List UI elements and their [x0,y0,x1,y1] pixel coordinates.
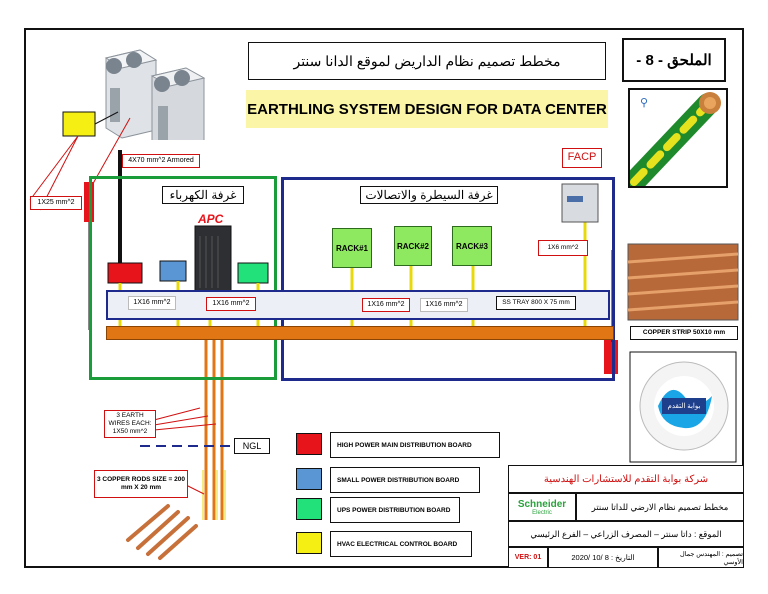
legend-label-small: SMALL POWER DISTRIBUTION BOARD [330,467,480,493]
electrical-room [89,176,277,380]
copper-strip-photo [627,243,739,321]
copper-rods-photo [124,502,198,560]
date-value: 2020/ 10/ 8 [571,553,609,562]
rack-3: RACK#3 [452,226,492,266]
small-power-board [159,260,187,282]
tray-size-label: SS TRAY 800 X 75 mm [496,296,576,310]
electrical-room-title: غرفة الكهرباء [162,186,244,204]
svg-text:⚲: ⚲ [640,97,648,109]
arabic-title: مخطط تصميم نظام الداريض لموقع الدانا سنت… [248,42,606,80]
tray-label-1: 1X16 mm^2 [128,296,176,310]
control-room-title: غرفة السيطرة والاتصالات [360,186,498,204]
english-title: EARTHLING SYSTEM DESIGN FOR DATA CENTER [246,90,608,128]
date-label: التاريخ : [611,553,635,562]
facp-label: FACP [562,148,602,168]
company-name: شركة بوابة التقدم للاستشارات الهندسية [508,465,744,493]
hvac-feed-line [94,111,119,125]
schneider-logo: Schneider Electric [508,493,576,521]
legend-swatch-yellow [296,532,322,554]
annex-number: الملحق - 8 - [622,38,726,82]
schneider-brand: Schneider [517,498,567,510]
hvac-unit-1 [104,49,158,139]
main-distribution-board [107,262,143,284]
control-room [281,177,615,381]
drawing-frame [24,28,744,568]
legend-swatch-green [296,498,322,520]
legend-swatch-blue [296,468,322,490]
legend-swatch-red [296,433,322,455]
armored-cable [118,150,122,264]
copper-strip-label: COPPER STRIP 50X10 mm [630,326,738,340]
date-cell: التاريخ : 2020/ 10/ 8 [548,547,658,568]
earth-cable-illustration: ⚲ [630,92,721,186]
legend-label-main: HIGH POWER MAIN DISTRIBUTION BOARD [330,432,500,458]
rack-1: RACK#1 [332,228,372,268]
hvac-control-board [62,111,96,137]
facp-panel [561,183,599,223]
legend-label-hvac: HVAC ELECTRICAL CONTROL BOARD [330,531,472,557]
designer: تصميم : المهندس جمال الأوسي [658,547,744,568]
hvac-unit-2 [150,67,206,140]
facp-cable-label: 1X6 mm^2 [538,240,588,256]
version: VER: 01 [508,547,548,568]
apc-ups-cabinet [194,225,232,293]
ngl-label: NGL [234,438,270,454]
legend-label-ups: UPS POWER DISTRIBUTION BOARD [330,497,460,523]
schneider-sub: Electric [532,509,552,516]
rack-2: RACK#2 [394,226,432,266]
earth-rod-edges [202,470,226,520]
ups-power-board [237,262,269,284]
earth-wire-photo: ⚲ [628,88,728,188]
armored-cable-label: 4X70 mm^2 Armored [122,154,200,168]
copper-busbar [106,326,614,340]
drawing-title: مخطط تصميم نظام الارضي للداتا سنتر [576,493,744,521]
earth-wires-label: 3 EARTH WIRES EACH: 1X50 mm^2 [104,410,156,438]
tray-label-4: 1X16 mm^2 [420,298,468,312]
logo-text: بوابة التقدم [662,398,706,414]
tray-label-3: 1X16 mm^2 [362,298,410,312]
hvac-cable-label: 1X25 mm^2 [30,196,82,210]
location-text: الموقع : داتا سنتر – المصرف الزراعي – ال… [508,521,744,547]
earth-down-wires [204,340,224,520]
tray-label-2: 1X16 mm^2 [206,297,256,311]
hvac-units [104,49,206,140]
copper-rods-label: 3 COPPER RODS SIZE = 200 mm X 20 mm [94,470,188,498]
apc-logo: APC [198,212,224,226]
